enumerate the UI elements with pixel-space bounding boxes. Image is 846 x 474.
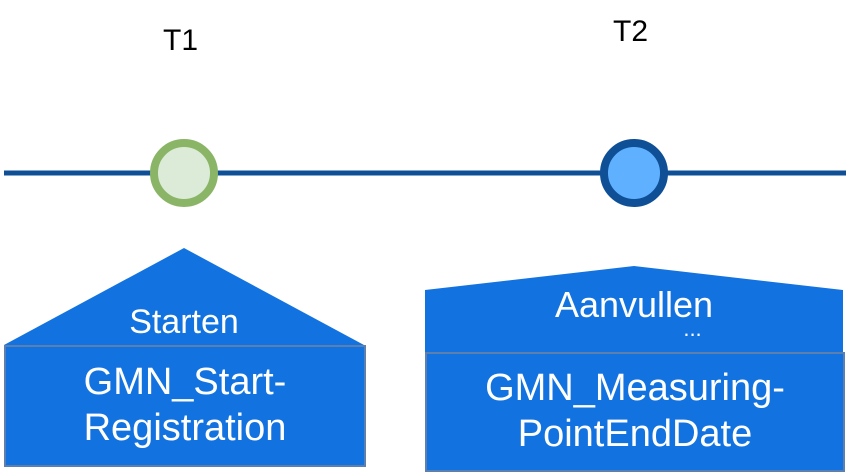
event-marker-t2 bbox=[600, 139, 668, 207]
stage-roof-aanvullen bbox=[425, 266, 843, 352]
message-box-measuring-point-end-date: GMN_Measuring- PointEndDate bbox=[425, 352, 845, 472]
event-label-t2: T2 bbox=[613, 15, 649, 48]
stage-title-starten: Starten bbox=[129, 303, 239, 341]
message-line-2: Registration bbox=[83, 407, 287, 449]
message-box-start-registration: GMN_Start- Registration bbox=[4, 345, 366, 467]
message-line-1: GMN_Start- bbox=[83, 361, 287, 404]
stage-roof-starten bbox=[4, 248, 364, 345]
event-marker-t1 bbox=[150, 139, 218, 207]
stage-subtitle-aanvullen: ... bbox=[683, 316, 702, 341]
message-line-2: PointEndDate bbox=[517, 413, 753, 455]
message-line-1: GMN_Measuring- bbox=[485, 367, 785, 410]
stage-title-aanvullen: Aanvullen bbox=[554, 284, 714, 325]
event-label-t1: T1 bbox=[163, 24, 199, 57]
